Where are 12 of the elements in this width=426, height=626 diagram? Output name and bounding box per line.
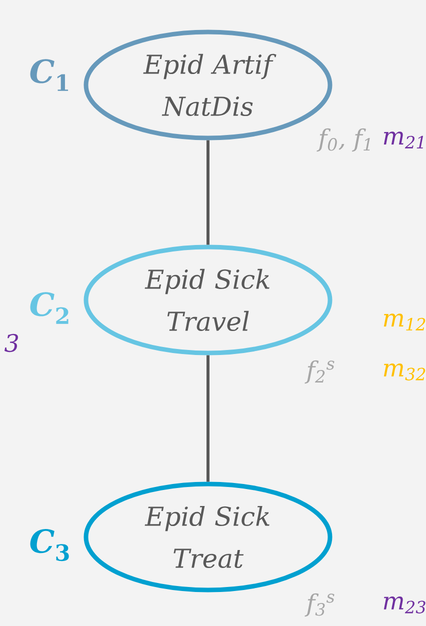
cluster-label: C$_{2}$ — [30, 292, 68, 324]
math-label: m$_{12}$ — [384, 314, 426, 330]
math-label: m$_{23}$ — [384, 596, 426, 614]
ellipse-node: Epid Sick Treat — [84, 482, 332, 592]
ellipse-node: Epid Sick Travel — [84, 244, 332, 356]
cluster-label: C$_{3}$ — [30, 528, 69, 562]
math-label: m$_{21}$ — [384, 132, 424, 148]
connector-line — [206, 355, 210, 482]
cluster-label: C$_{1}$ — [30, 59, 68, 91]
connector-line — [206, 140, 210, 245]
math-label: 3 — [4, 334, 18, 352]
math-label: m$_{32}$ — [384, 364, 426, 380]
